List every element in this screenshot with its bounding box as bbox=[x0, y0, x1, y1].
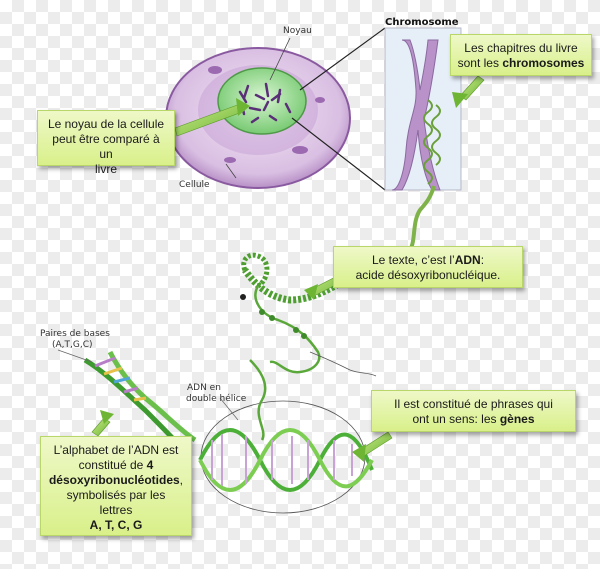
callout-phrases-line2: ont un sens: les gènes bbox=[378, 412, 569, 427]
chromosome-graphic bbox=[384, 27, 462, 252]
callout-alphabet-line3: désoxyribonucléotides, bbox=[47, 473, 185, 488]
callout-texte-line1: Le texte, c’est l’ADN: bbox=[340, 253, 516, 268]
callout-phrases-line2-pre: ont un sens: les bbox=[412, 412, 500, 426]
callout-noyau-line1: Le noyau de la cellule bbox=[47, 117, 165, 131]
callout-texte: Le texte, c’est l’ADN: acide désoxyribon… bbox=[333, 246, 523, 288]
label-cellule: Cellule bbox=[179, 180, 210, 190]
callout-texte-line1-pre: Le texte, c’est l’ bbox=[371, 253, 455, 267]
callout-noyau: Le noyau de la cellule peut être comparé… bbox=[37, 110, 175, 176]
callout-texte-line1-post: : bbox=[480, 253, 485, 267]
label-paires-line1: Paires de bases bbox=[40, 329, 110, 339]
callout-texte-line1-bold: ADN bbox=[454, 253, 481, 267]
callout-chapitres: Les chapitres du livre sont les chromoso… bbox=[450, 34, 592, 76]
callout-alphabet-line3-bold: désoxyribonucléotides bbox=[48, 473, 180, 487]
dna-helix-graphic bbox=[57, 349, 374, 514]
callout-alphabet-line2: constitué de 4 bbox=[47, 458, 185, 473]
callout-chapitres-line2-pre: sont les bbox=[457, 56, 503, 70]
label-noyau: Noyau bbox=[283, 26, 312, 36]
callout-arrows bbox=[91, 75, 485, 462]
callout-chapitres-line1: Les chapitres du livre bbox=[464, 41, 578, 55]
callout-phrases-line1: Il est constitué de phrases qui bbox=[394, 397, 553, 411]
callout-alphabet-line6-bold: A, T, C, G bbox=[89, 518, 143, 532]
callout-alphabet-line2-pre: constitué de bbox=[78, 458, 147, 472]
callout-alphabet-line4: symbolisés par les bbox=[66, 488, 166, 502]
callout-alphabet-line6: A, T, C, G bbox=[47, 518, 185, 533]
callout-alphabet-line5: lettres bbox=[99, 503, 133, 517]
zoom-lines bbox=[291, 27, 386, 191]
callout-phrases-line2-bold: gènes bbox=[499, 412, 535, 426]
cell-graphic bbox=[165, 37, 351, 189]
callout-chapitres-line2-bold: chromosomes bbox=[502, 56, 585, 70]
label-adn-line1: ADN en bbox=[187, 383, 221, 393]
callout-noyau-line2: peut être comparé à un bbox=[52, 132, 160, 161]
callout-phrases: Il est constitué de phrases qui ont un s… bbox=[371, 390, 576, 432]
callout-alphabet-line2-bold: 4 bbox=[146, 458, 154, 472]
callout-chapitres-line2: sont les chromosomes bbox=[457, 56, 585, 71]
callout-alphabet-line1: L’alphabet de l’ADN est bbox=[53, 443, 179, 457]
callout-alphabet-line3-post: , bbox=[179, 473, 184, 487]
callout-texte-line2: acide désoxyribonucléique. bbox=[355, 268, 501, 282]
label-chromosome: Chromosome bbox=[385, 17, 459, 28]
callout-alphabet: L’alphabet de l’ADN est constitué de 4 d… bbox=[40, 436, 192, 536]
label-paires-line2: (A,T,G,C) bbox=[52, 340, 93, 350]
callout-noyau-line3: livre bbox=[94, 162, 117, 176]
label-adn-line2: double hélice bbox=[186, 394, 247, 404]
